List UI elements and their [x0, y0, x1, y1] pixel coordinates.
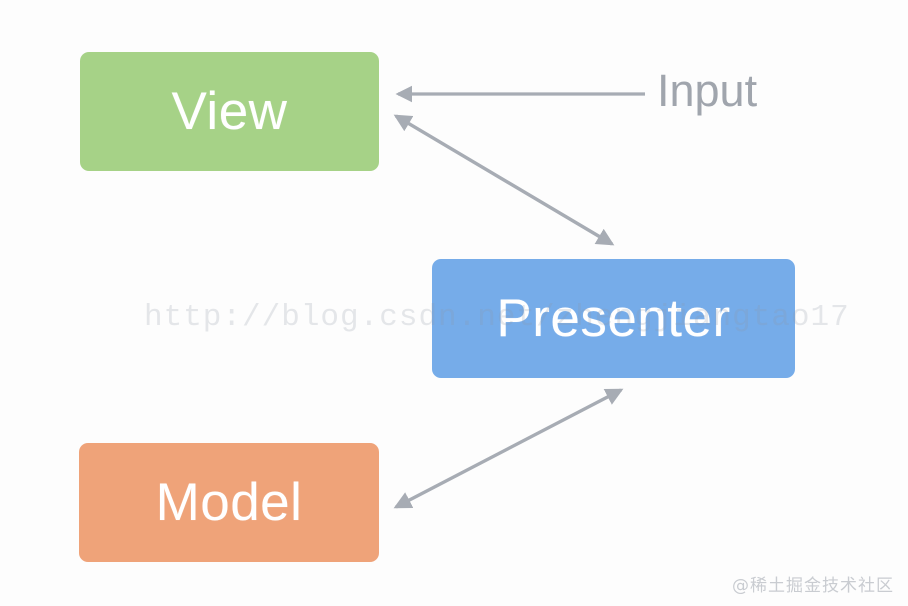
connector-model-presenter — [393, 388, 624, 509]
input-label: Input — [657, 65, 758, 116]
watermark-brand-text: @稀土掘金技术社区 — [732, 576, 894, 596]
node-model[interactable]: Model — [79, 443, 379, 562]
node-presenter-label: Presenter — [496, 289, 731, 348]
node-view-label: View — [171, 82, 288, 141]
node-presenter[interactable]: Presenter — [432, 259, 795, 378]
node-view[interactable]: View — [80, 52, 379, 171]
connector-view-presenter — [393, 114, 615, 246]
node-model-label: Model — [155, 473, 303, 532]
